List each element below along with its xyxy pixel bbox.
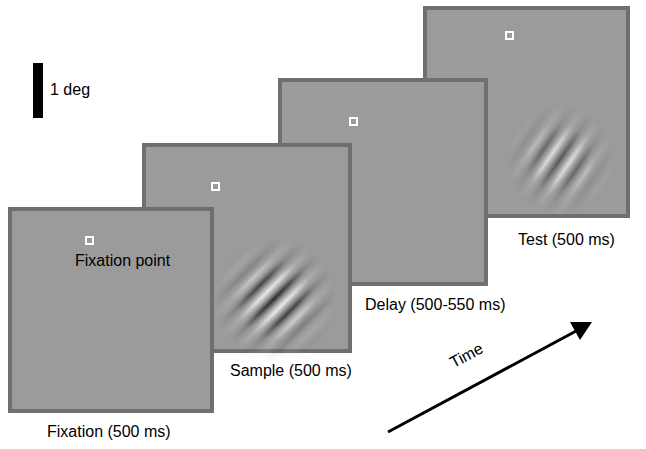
panel-illustration	[12, 211, 218, 417]
fixation-square	[212, 183, 219, 190]
panel-label: Fixation point	[75, 251, 170, 270]
scale-label: 1 deg	[50, 80, 90, 99]
time-arrowhead	[570, 322, 592, 340]
axis-label: Time	[447, 339, 487, 372]
gabor-grating	[213, 238, 337, 362]
panel-caption: Fixation (500 ms)	[47, 422, 171, 441]
panel-caption: Sample (500 ms)	[230, 361, 352, 380]
panel-caption: Test (500 ms)	[518, 230, 615, 249]
gabor-grating	[505, 105, 615, 215]
panel-caption: Delay (500-550 ms)	[365, 295, 506, 314]
time-arrow	[388, 330, 578, 432]
fixation-square	[350, 118, 357, 125]
fixation-square	[506, 32, 513, 39]
scale-bar	[33, 63, 43, 118]
fixation-square	[86, 237, 93, 244]
stimulus-panel: Fixation pointFixation (500 ms)	[8, 207, 214, 413]
